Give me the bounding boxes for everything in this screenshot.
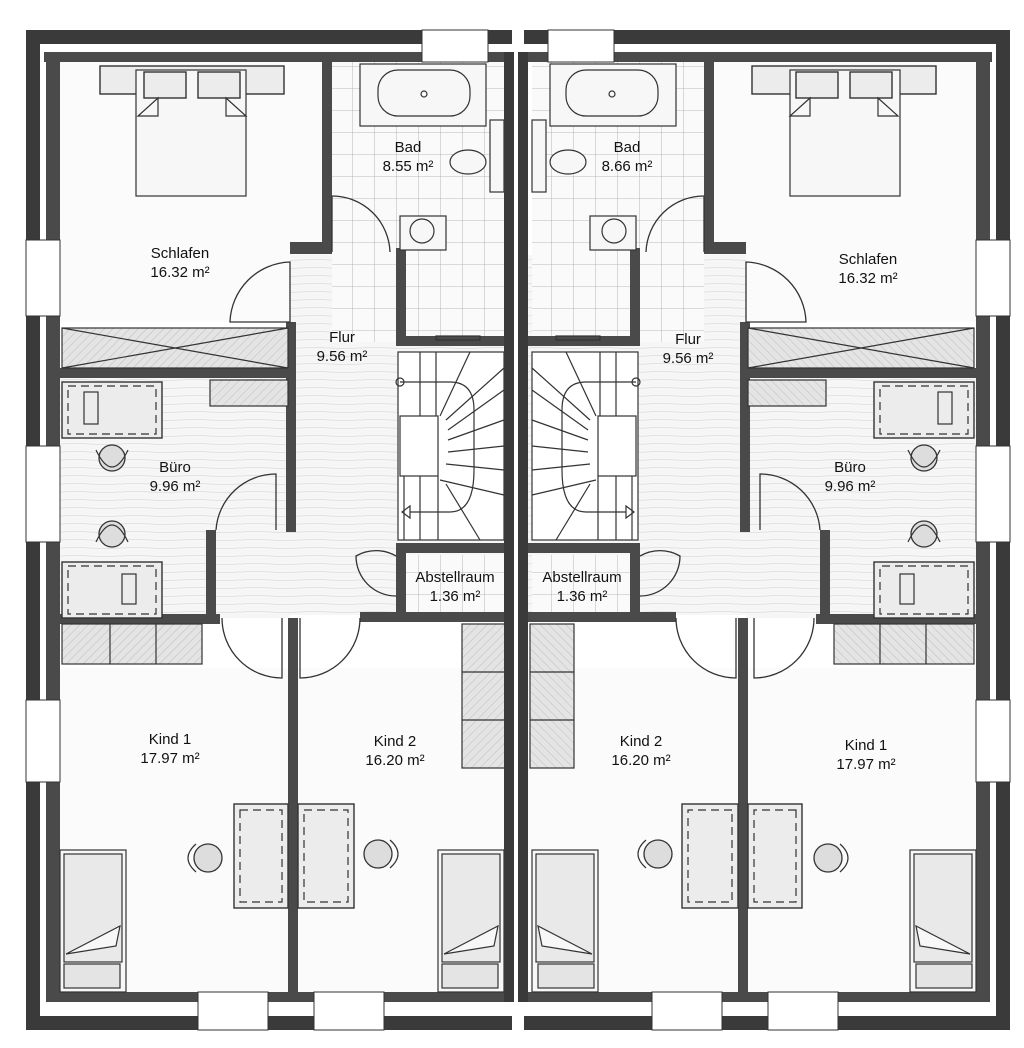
room-name: Kind 1 <box>844 737 888 754</box>
room-label-left-kind2: Kind 2 16.20 m² <box>365 732 424 770</box>
room-name: Schlafen <box>150 245 210 262</box>
room-label-right-kind2: Kind 2 16.20 m² <box>611 732 670 770</box>
room-name: Abstellraum <box>415 569 495 586</box>
right-house <box>523 29 1011 1031</box>
room-area: 9.96 m² <box>824 478 876 495</box>
room-area: 17.97 m² <box>140 750 200 767</box>
room-label-right-abstellraum: Abstellraum 1.36 m² <box>542 568 621 606</box>
room-name: Büro <box>834 459 866 476</box>
room-label-right-flur: Flur 9.56 m² <box>663 330 714 368</box>
room-name: Flur <box>329 329 355 346</box>
party-wall-right <box>518 52 528 1002</box>
room-name: Flur <box>675 331 701 348</box>
room-label-right-buero: Büro 9.96 m² <box>825 458 876 496</box>
room-label-left-flur: Flur 9.56 m² <box>317 328 368 366</box>
room-name: Kind 2 <box>373 733 417 750</box>
room-name: Schlafen <box>838 251 898 268</box>
room-area: 9.56 m² <box>662 350 714 367</box>
room-name: Bad <box>613 139 641 156</box>
room-area: 16.20 m² <box>611 752 671 769</box>
room-label-left-bad: Bad 8.55 m² <box>383 138 434 176</box>
room-label-left-kind1: Kind 1 17.97 m² <box>140 730 199 768</box>
room-name: Abstellraum <box>542 569 622 586</box>
room-label-right-schlafen: Schlafen 16.32 m² <box>838 250 897 288</box>
room-area: 1.36 m² <box>429 588 481 605</box>
room-area: 8.55 m² <box>382 158 434 175</box>
room-area: 8.66 m² <box>601 158 653 175</box>
room-name: Büro <box>159 459 191 476</box>
room-area: 9.56 m² <box>316 348 368 365</box>
room-label-left-abstellraum: Abstellraum 1.36 m² <box>415 568 494 606</box>
room-label-right-kind1: Kind 1 17.97 m² <box>836 736 895 774</box>
room-name: Kind 1 <box>148 731 192 748</box>
room-area: 16.20 m² <box>365 752 425 769</box>
room-label-right-bad: Bad 8.66 m² <box>602 138 653 176</box>
room-label-left-schlafen: Schlafen 16.32 m² <box>150 244 209 282</box>
party-wall-left <box>504 52 514 1002</box>
room-area: 1.36 m² <box>556 588 608 605</box>
room-name: Kind 2 <box>619 733 663 750</box>
room-area: 17.97 m² <box>836 756 896 773</box>
room-area: 16.32 m² <box>838 270 898 287</box>
room-label-left-buero: Büro 9.96 m² <box>150 458 201 496</box>
left-house <box>25 29 513 1031</box>
room-area: 16.32 m² <box>150 264 210 281</box>
room-name: Bad <box>394 139 422 156</box>
room-area: 9.96 m² <box>149 478 201 495</box>
